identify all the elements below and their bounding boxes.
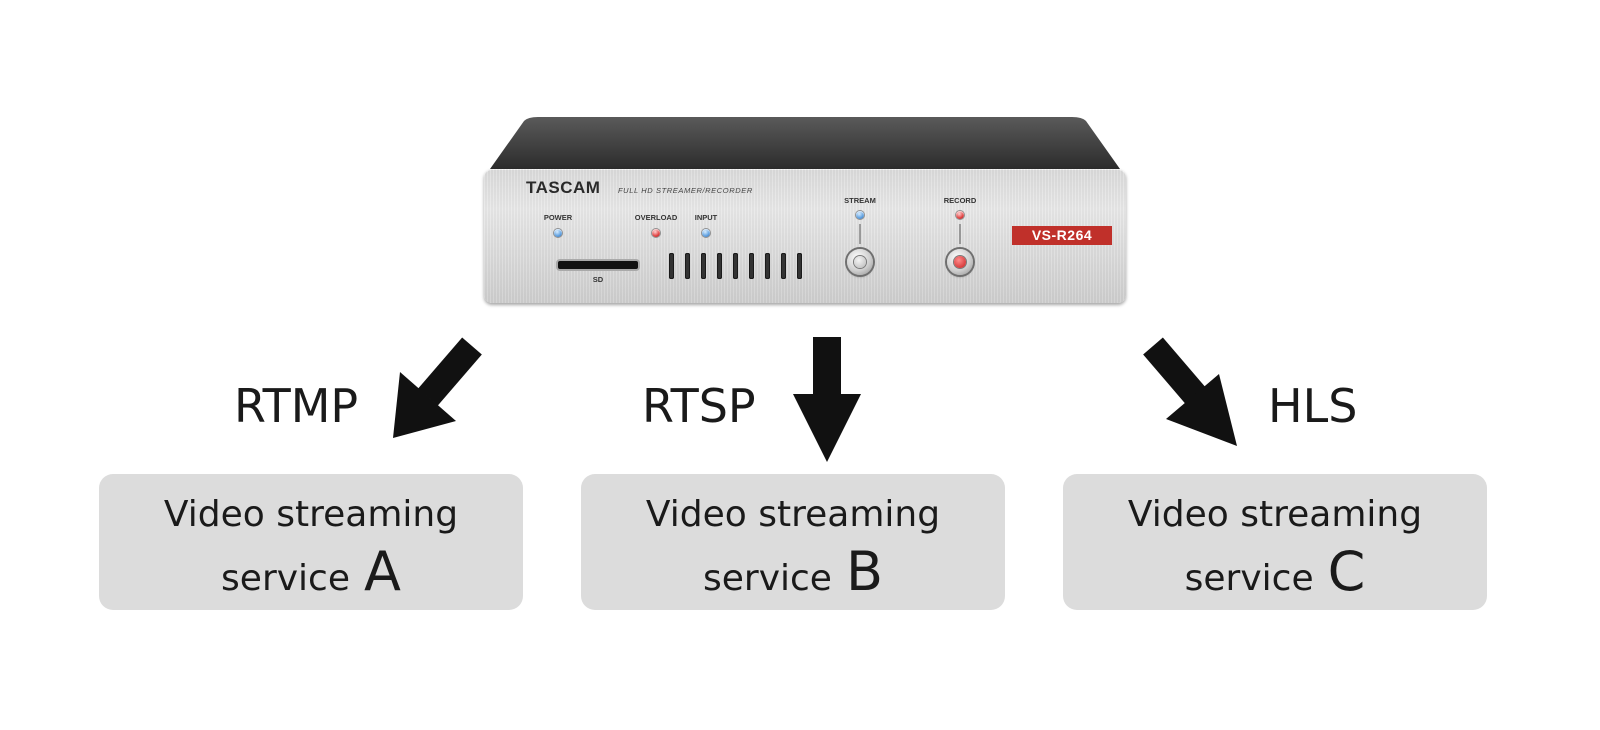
stream-button: [847, 249, 873, 275]
protocol-label-hls: HLS: [1268, 379, 1358, 433]
vent-slot: [797, 253, 802, 279]
stream-button-core: [854, 256, 866, 268]
protocol-label-rtsp: RTSP: [642, 379, 756, 433]
stream-stem: [859, 224, 861, 244]
arrow-down-right-icon: [1143, 337, 1237, 446]
device-top-panel: [490, 117, 1120, 169]
vent-slot: [765, 253, 770, 279]
vent-slot: [685, 253, 690, 279]
overload-led-icon: [652, 229, 660, 237]
sd-label: SD: [592, 275, 604, 284]
record-button-core: [954, 256, 966, 268]
service-title: Video streaming: [1127, 494, 1423, 535]
overload-label: OVERLOAD: [634, 213, 678, 222]
sd-card-slot: [558, 261, 638, 269]
service-word: service: [221, 558, 350, 599]
service-title: Video streaming: [163, 494, 459, 535]
service-box-c: Video streaming service C: [1063, 474, 1487, 610]
record-stem: [959, 224, 961, 244]
service-letter: C: [1327, 540, 1366, 603]
vent-slot: [717, 253, 722, 279]
arrow-down-icon: [793, 337, 861, 462]
service-name-line: service A: [99, 540, 523, 603]
power-label: POWER: [543, 213, 573, 222]
service-name-line: service B: [581, 540, 1005, 603]
service-letter: A: [364, 540, 401, 603]
vent-slot: [781, 253, 786, 279]
service-letter: B: [845, 540, 883, 603]
service-word: service: [703, 558, 832, 599]
brand-logo: TASCAM: [526, 178, 601, 197]
service-word: service: [1184, 558, 1314, 599]
service-box-b: Video streaming service B: [581, 474, 1005, 610]
device-tagline: FULL HD STREAMER/RECORDER: [618, 186, 753, 195]
vent-slot: [749, 253, 754, 279]
stream-led-icon: [856, 211, 864, 219]
power-led-icon: [554, 229, 562, 237]
service-box-a: Video streaming service A: [99, 474, 523, 610]
model-badge: VS-R264: [1012, 226, 1112, 245]
stream-label: STREAM: [844, 196, 876, 205]
record-button: [947, 249, 973, 275]
service-title: Video streaming: [645, 494, 941, 535]
record-label: RECORD: [943, 196, 977, 205]
service-name-line: service C: [1063, 540, 1487, 603]
input-led-icon: [702, 229, 710, 237]
protocol-label-rtmp: RTMP: [234, 379, 359, 433]
streamer-device: TASCAM FULL HD STREAMER/RECORDER POWER O…: [484, 117, 1126, 307]
device-front-panel: TASCAM FULL HD STREAMER/RECORDER POWER O…: [484, 169, 1126, 303]
input-label: INPUT: [694, 213, 718, 222]
vent-slot: [701, 253, 706, 279]
arrow-down-left-icon: [393, 337, 482, 438]
record-led-icon: [956, 211, 964, 219]
vent-slot: [733, 253, 738, 279]
vent-slot: [669, 253, 674, 279]
